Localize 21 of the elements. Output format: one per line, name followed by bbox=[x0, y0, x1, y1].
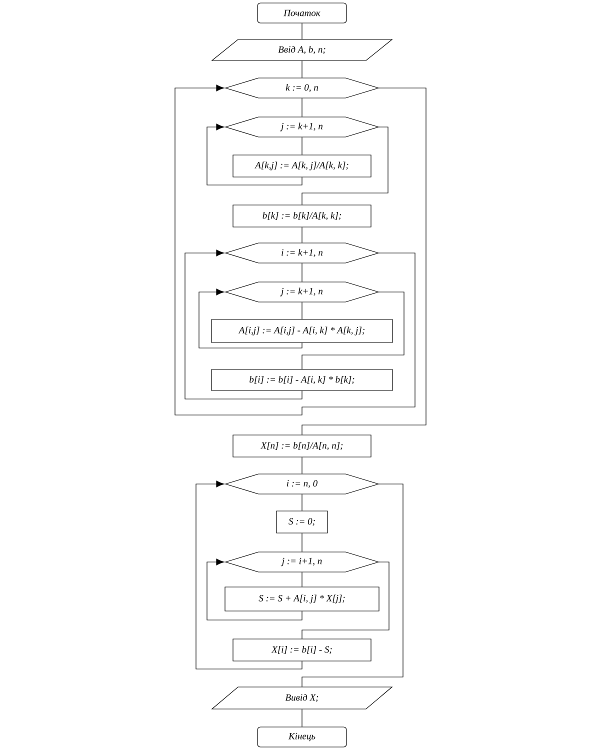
arrow bbox=[174, 84, 416, 416]
process-box: S := S + A[i, j] * X[j]; bbox=[224, 586, 380, 612]
process-box: X[i] := b[i] - S; bbox=[232, 638, 372, 662]
connector-line bbox=[302, 88, 426, 435]
terminal-box: Початок bbox=[257, 2, 347, 24]
terminal-box: Кінець bbox=[257, 726, 347, 748]
arrow bbox=[198, 288, 302, 348]
process-box: b[i] := b[i] - A[i, k] * b[k]; bbox=[211, 369, 393, 391]
connector-line bbox=[302, 126, 388, 205]
process-box: b[k] := b[k]/A[k, k]; bbox=[232, 204, 372, 228]
arrow bbox=[206, 558, 302, 620]
connector-line bbox=[302, 484, 404, 687]
connector-line bbox=[302, 562, 390, 639]
process-box: S := 0; bbox=[276, 510, 328, 534]
connector-line bbox=[302, 292, 404, 370]
arrow bbox=[206, 124, 302, 186]
arrow bbox=[184, 250, 302, 400]
process-box: X[n] := b[n]/A[n, n]; bbox=[232, 434, 372, 458]
process-box: A[k,j] := A[k, j]/A[k, k]; bbox=[232, 154, 372, 178]
process-box: A[i,j] := A[i,j] - A[i, k] * A[k, j]; bbox=[211, 319, 393, 343]
arrow bbox=[196, 480, 302, 670]
